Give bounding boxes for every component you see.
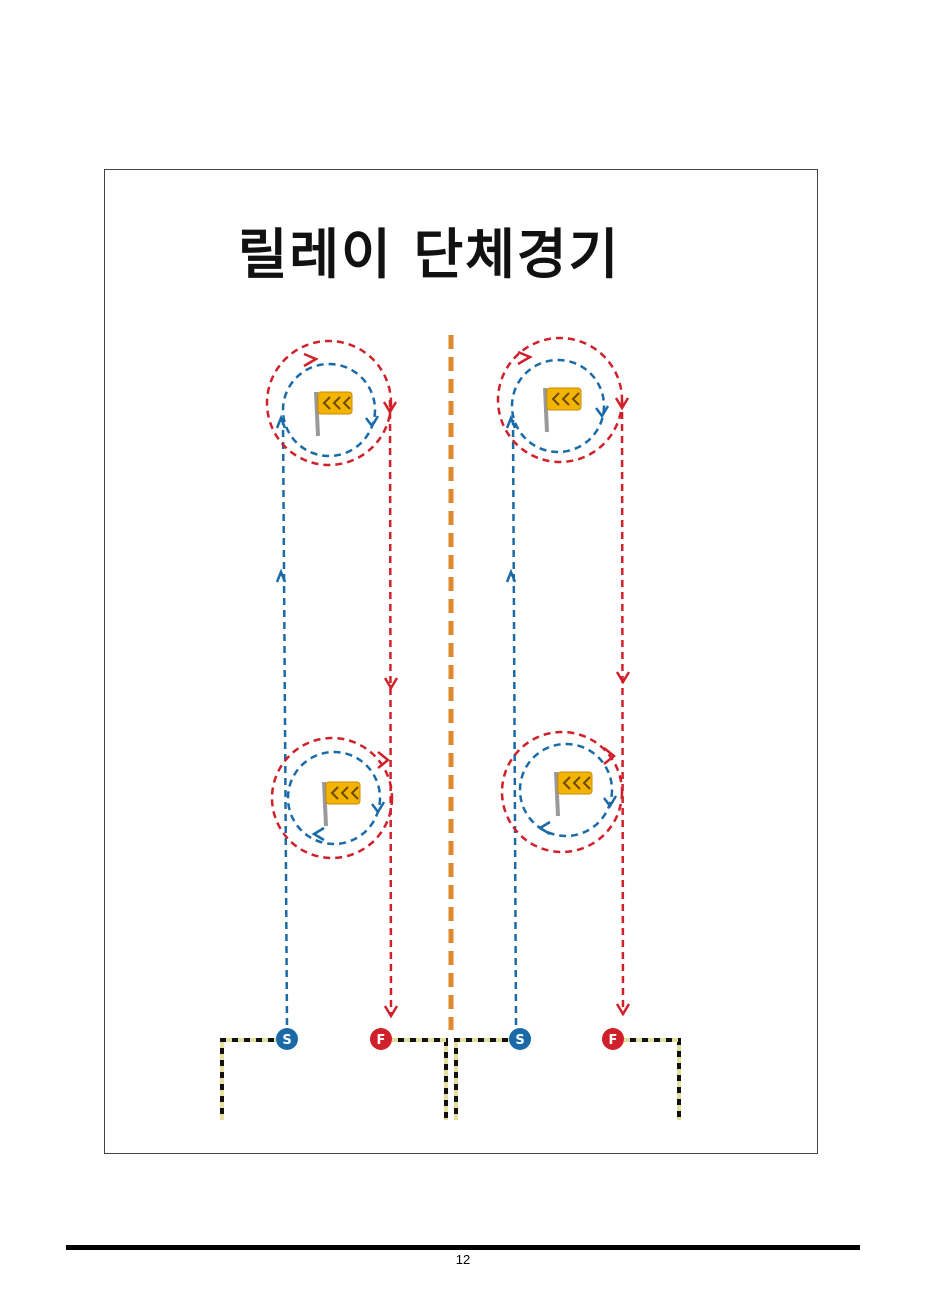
red-arrow-right-top-loop xyxy=(517,350,533,366)
blue-loop-left-bottom xyxy=(286,750,382,846)
page-number: 12 xyxy=(455,1252,471,1267)
blue-loop-left-top xyxy=(281,362,377,458)
lane-right: S F xyxy=(454,336,681,1120)
barrier-right-finish xyxy=(624,1038,681,1120)
finish-marker-left-label: F xyxy=(377,1033,386,1048)
barrier-left-start-stripes xyxy=(220,1038,278,1120)
blue-path-right xyxy=(511,419,518,1026)
red-arrow-right-mid xyxy=(615,671,631,685)
blue-arrow-right-mid xyxy=(505,568,517,583)
flag-icon xyxy=(554,771,593,817)
flag-icon xyxy=(543,387,582,433)
finish-marker-left xyxy=(370,1028,392,1050)
finish-marker-right xyxy=(602,1028,624,1050)
red-arrow-left-bottom xyxy=(383,1005,399,1019)
blue-arrow-right-top-loop xyxy=(595,405,610,419)
red-arrow-right-top xyxy=(614,397,630,411)
red-arrow-left-top xyxy=(382,401,398,415)
blue-arrow-right-bottom-loop xyxy=(603,795,618,809)
start-marker-right-label: S xyxy=(515,1033,524,1048)
red-arrow-right-bottom-loop xyxy=(603,747,617,765)
red-loop-right-top xyxy=(496,336,624,464)
blue-arrow-left-bottom-loop2 xyxy=(311,826,325,842)
blue-arrow-left-top xyxy=(275,414,287,429)
barrier-right-finish-stripes xyxy=(624,1038,681,1120)
red-loop-left-bottom xyxy=(270,736,394,860)
blue-arrow-left-top-loop xyxy=(365,415,380,429)
blue-path-left xyxy=(281,419,289,1026)
blue-arrow-left-bottom-loop xyxy=(371,801,386,815)
blue-arrow-right-top xyxy=(505,414,517,429)
flag-icon xyxy=(322,781,361,827)
finish-marker-right-label: F xyxy=(609,1033,618,1048)
blue-arrow-right-bottom-loop2 xyxy=(537,820,551,836)
footer-rule xyxy=(66,1245,860,1250)
red-arrow-right-bottom xyxy=(615,1003,631,1017)
start-marker-left-label: S xyxy=(282,1033,291,1048)
flag-icon xyxy=(314,391,353,437)
red-loop-left-top xyxy=(265,339,393,467)
blue-arrow-left-mid xyxy=(275,568,287,583)
barrier-left-start xyxy=(220,1038,278,1120)
start-marker-right xyxy=(509,1028,531,1050)
barrier-right-start-stripes xyxy=(454,1038,510,1120)
barrier-right-start xyxy=(454,1038,510,1120)
start-marker-left xyxy=(276,1028,298,1050)
barrier-left-finish xyxy=(392,1038,448,1120)
lane-left: S F xyxy=(220,339,448,1120)
red-loop-right-bottom xyxy=(500,730,624,854)
blue-loop-right-top xyxy=(510,358,606,454)
red-path-left xyxy=(388,399,393,1016)
red-path-right xyxy=(620,399,625,1016)
diagram-frame xyxy=(104,169,818,1154)
blue-loop-right-bottom xyxy=(518,742,614,838)
red-arrow-left-top-loop xyxy=(303,352,319,368)
diagram-title: 릴레이 단체경기 xyxy=(237,223,621,286)
red-arrow-left-mid xyxy=(383,677,399,691)
barrier-left-finish-stripes xyxy=(392,1038,448,1120)
red-arrow-left-bottom-loop xyxy=(377,751,391,769)
